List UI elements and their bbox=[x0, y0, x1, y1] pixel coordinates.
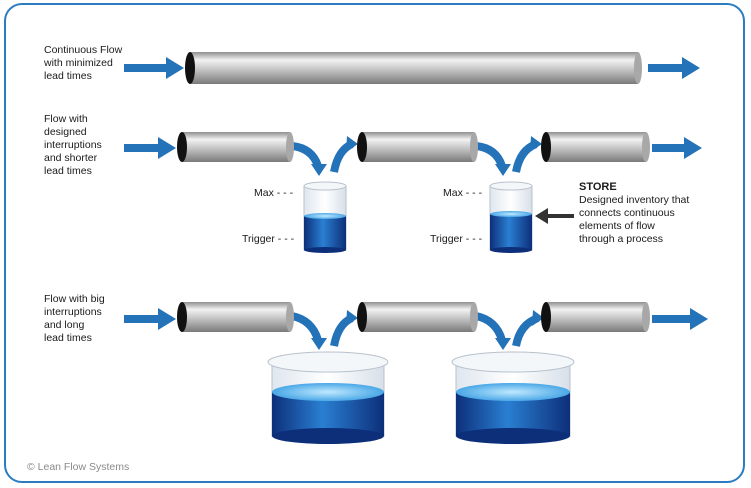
curved-arrow-icon bbox=[291, 312, 322, 342]
curved-arrow-heads bbox=[311, 136, 544, 350]
trigger-level-label: Trigger - - - bbox=[430, 233, 483, 245]
pipe-long bbox=[185, 52, 642, 84]
row-label-continuous: Continuous Flow with minimized lead time… bbox=[44, 44, 123, 82]
small-store bbox=[303, 181, 347, 253]
diagram-frame bbox=[4, 3, 745, 483]
pipe-segment bbox=[357, 132, 478, 162]
store-title: STORE bbox=[579, 181, 617, 193]
store-pointer-arrow-icon bbox=[535, 208, 574, 224]
arrow-icon bbox=[124, 57, 184, 79]
large-store bbox=[267, 351, 389, 444]
row-label-designed: Flow with designed interruptions and sho… bbox=[44, 113, 102, 177]
arrow-icon bbox=[652, 137, 702, 159]
pipe-segment bbox=[541, 132, 650, 162]
arrow-icon bbox=[124, 137, 176, 159]
pipes bbox=[177, 52, 650, 332]
pipe-segment bbox=[357, 302, 478, 332]
pipe-segment bbox=[177, 302, 294, 332]
row-label-big: Flow with big interruptions and long lea… bbox=[44, 293, 105, 344]
store-description: STORE Designed inventory that connects c… bbox=[579, 181, 690, 245]
max-level-label: Max - - - bbox=[254, 187, 294, 199]
curved-arrow-icon bbox=[475, 312, 506, 342]
curved-arrow-icon bbox=[291, 142, 322, 168]
arrow-icon bbox=[648, 57, 700, 79]
arrow-icon bbox=[124, 308, 176, 330]
pipe-segment bbox=[177, 132, 294, 162]
small-store bbox=[489, 181, 533, 253]
trigger-level-label: Trigger - - - bbox=[242, 233, 295, 245]
flow-arrows bbox=[124, 57, 708, 330]
pipe-segment bbox=[541, 302, 650, 332]
curved-arrow-icon bbox=[475, 142, 506, 168]
large-store bbox=[451, 351, 575, 444]
max-level-label: Max - - - bbox=[443, 187, 483, 199]
copyright-notice: © Lean Flow Systems bbox=[27, 461, 130, 473]
arrow-icon bbox=[652, 308, 708, 330]
